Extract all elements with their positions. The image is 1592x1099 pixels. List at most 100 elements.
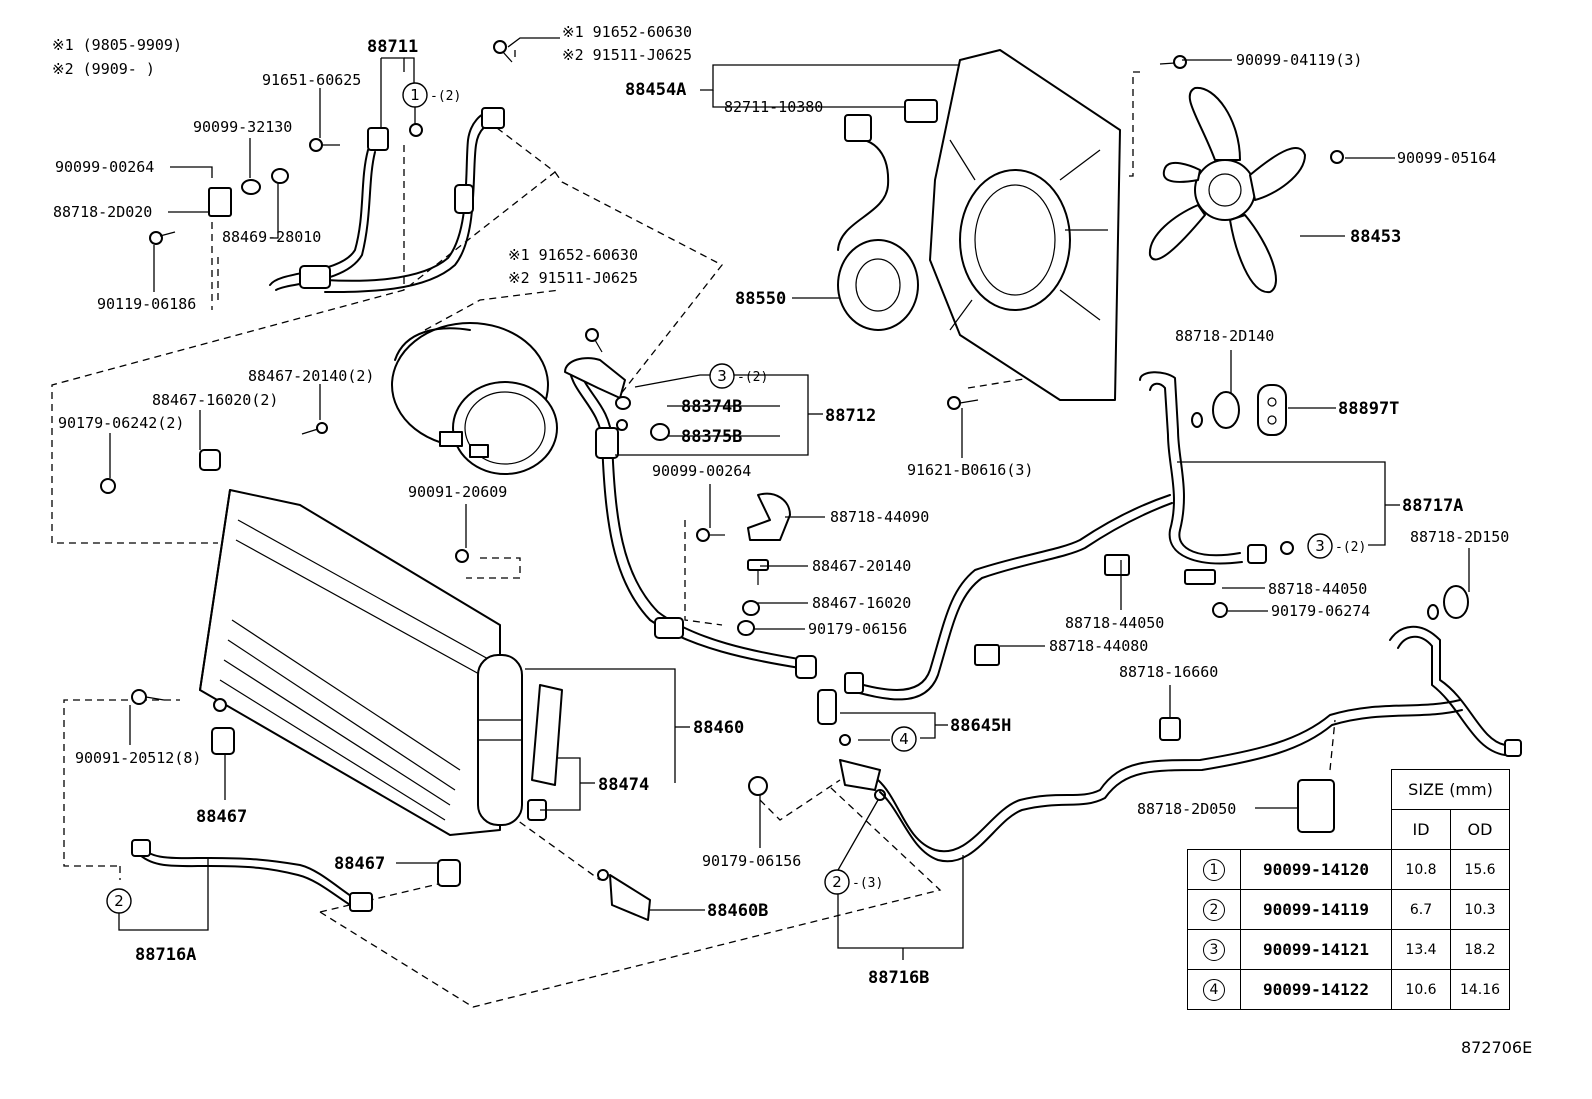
label-90099-05164: 90099-05164 [1397, 149, 1496, 167]
label-88467-a: 88467 [196, 807, 247, 827]
callout-3-right-qty: -(2) [1335, 540, 1366, 555]
label-90099-00264-b: 90099-00264 [652, 462, 751, 480]
part-labels: 88711 91651-60625 90099-32130 90099-0026… [53, 23, 1509, 988]
label-88453: 88453 [1350, 227, 1401, 247]
label-90179-06156-a: 90179-06156 [808, 620, 907, 638]
row-index: 4 [1203, 978, 1225, 1001]
table-row: 2 90099-14119 6.7 10.3 [1187, 889, 1510, 930]
label-88712: 88712 [825, 406, 876, 426]
label-88467-b: 88467 [334, 854, 385, 874]
label-91651-60625: 91651-60625 [262, 71, 361, 89]
label-88718-2D140: 88718-2D140 [1175, 327, 1274, 345]
label-88718-44050-b: 88718-44050 [1268, 580, 1367, 598]
size-table-subheader: ID OD [1188, 809, 1510, 850]
label-90099-32130: 90099-32130 [193, 118, 292, 136]
size-table-col-od: OD [1450, 809, 1510, 850]
legend-note-2: ※2 (9909- ) [52, 60, 155, 78]
label-88711: 88711 [367, 37, 418, 57]
label-90179-06156-b: 90179-06156 [702, 852, 801, 870]
row-id: 10.8 [1391, 849, 1451, 890]
row-od: 14.16 [1450, 969, 1510, 1010]
label-88460: 88460 [693, 718, 744, 738]
row-id: 10.6 [1391, 969, 1451, 1010]
table-row: 3 90099-14121 13.4 18.2 [1187, 929, 1510, 970]
label-90179-06274: 90179-06274 [1271, 602, 1370, 620]
row-index: 2 [1203, 898, 1225, 921]
callout-3-top: 3 [709, 363, 735, 389]
callout-2-bottom-qty: -(3) [852, 876, 883, 891]
row-od: 15.6 [1450, 849, 1510, 890]
liquid-line-88716B [844, 494, 1463, 863]
svg-text:4: 4 [899, 730, 909, 748]
svg-text:2: 2 [832, 873, 842, 891]
leader-lines [109, 37, 1470, 960]
table-row: 4 90099-14122 10.6 14.16 [1187, 969, 1510, 1010]
discharge-hose-88712 [564, 328, 817, 679]
row-od: 18.2 [1450, 929, 1510, 970]
hose-88716A [131, 839, 373, 912]
callout-1-qty: -(2) [430, 89, 461, 104]
svg-text:3: 3 [717, 367, 727, 385]
label-88718-2D050: 88718-2D050 [1137, 800, 1236, 818]
size-table-title: SIZE (mm) [1391, 769, 1510, 810]
label-90099-04119: 90099-04119(3) [1236, 51, 1362, 69]
svg-text:1: 1 [410, 86, 420, 104]
label-88718-2D150: 88718-2D150 [1410, 528, 1509, 546]
label-88454A: 88454A [625, 80, 686, 100]
row-part: 90099-14122 [1240, 969, 1392, 1010]
label-88717A: 88717A [1402, 496, 1463, 516]
label-88467-16020-2: 88467-16020(2) [152, 391, 278, 409]
hose-88711 [269, 107, 505, 293]
callout-2-left: 2 [106, 888, 132, 914]
callout-3-top-qty: -(2) [737, 370, 768, 385]
label-88718-44050-a: 88718-44050 [1065, 614, 1164, 632]
bracket-88460B [597, 869, 651, 921]
size-table: SIZE (mm) ID OD 1 90099-14120 10.8 15.6 … [1187, 769, 1510, 1010]
svg-text:2: 2 [114, 892, 124, 910]
pressure-switch-88645H [748, 689, 886, 801]
bolt-fittings-top-left [149, 40, 513, 245]
fan-blade-88453 [1148, 55, 1344, 294]
label-88374B: 88374B [681, 397, 742, 417]
label-note-top-2: ※2 91511-J0625 [562, 46, 692, 64]
size-table-col-id: ID [1391, 809, 1451, 850]
row-part: 90099-14119 [1240, 889, 1392, 930]
reference-code: 872706E [1461, 1038, 1533, 1057]
label-note-mid-2: ※2 91511-J0625 [508, 269, 638, 287]
label-88718-44090: 88718-44090 [830, 508, 929, 526]
label-note-mid-1: ※1 91652-60630 [508, 246, 638, 264]
row-part: 90099-14121 [1240, 929, 1392, 970]
label-88897T: 88897T [1338, 399, 1399, 419]
label-88550: 88550 [735, 289, 786, 309]
label-90099-00264: 90099-00264 [55, 158, 154, 176]
fan-shroud-88454A [904, 49, 1121, 410]
compressor [391, 322, 558, 475]
row-index: 3 [1203, 938, 1225, 961]
clamps-middle [696, 492, 791, 636]
label-90119-06186: 90119-06186 [97, 295, 196, 313]
label-88718-44080: 88718-44080 [1049, 637, 1148, 655]
svg-text:3: 3 [1315, 537, 1325, 555]
row-id: 6.7 [1391, 889, 1451, 930]
label-88469-28010: 88469-28010 [222, 228, 321, 246]
suction-tube-88717A [974, 371, 1522, 833]
label-88645H: 88645H [950, 716, 1011, 736]
callout-4: 4 [891, 726, 917, 752]
label-88460B: 88460B [707, 901, 768, 921]
label-note-top-1: ※1 91652-60630 [562, 23, 692, 41]
callout-1: 1 [402, 82, 428, 108]
receiver-parts [100, 422, 547, 887]
row-od: 10.3 [1450, 889, 1510, 930]
label-88467-20140: 88467-20140 [812, 557, 911, 575]
label-88375B: 88375B [681, 427, 742, 447]
label-88718-16660: 88718-16660 [1119, 663, 1218, 681]
label-82711-10380: 82711-10380 [724, 98, 823, 116]
row-id: 13.4 [1391, 929, 1451, 970]
label-88716A: 88716A [135, 945, 196, 965]
callout-2-bottom: 2 [824, 869, 850, 895]
table-row: 1 90099-14120 10.8 15.6 [1187, 849, 1510, 890]
label-88716B: 88716B [868, 968, 929, 988]
legend-note-1: ※1 (9805-9909) [52, 36, 182, 54]
label-88474: 88474 [598, 775, 649, 795]
